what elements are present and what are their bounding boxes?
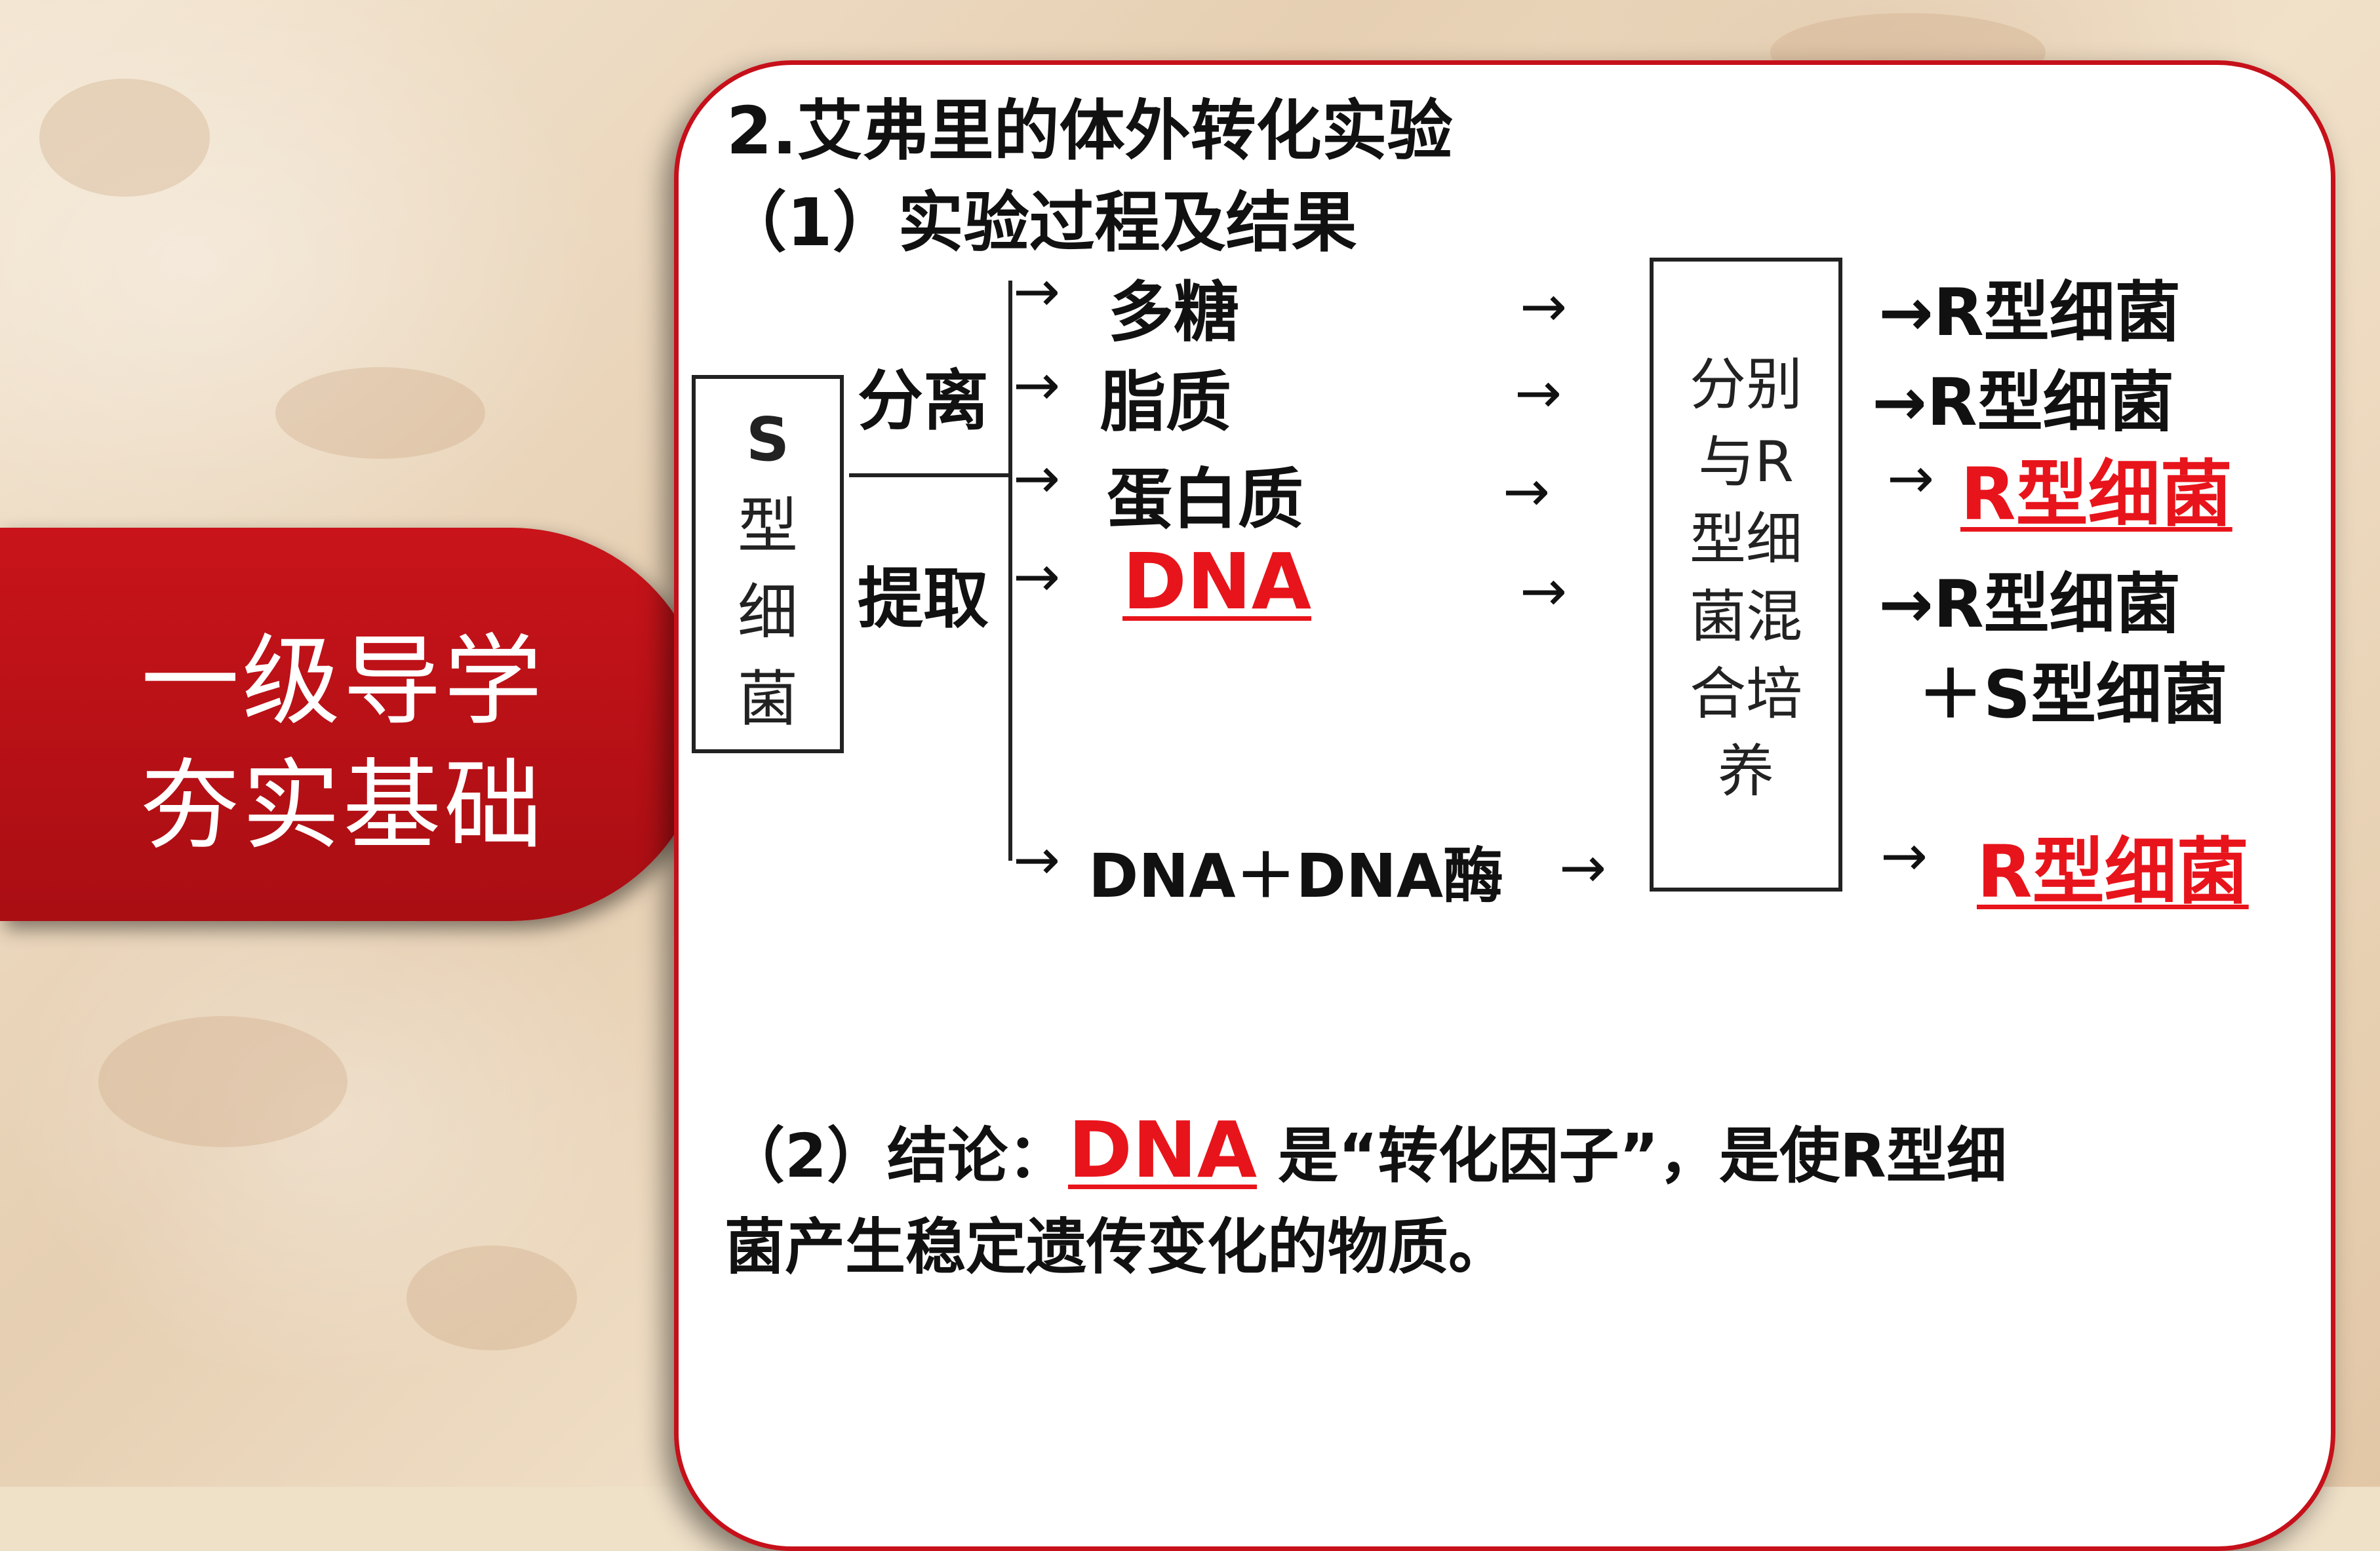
- item-polysaccharide: 多糖: [1108, 274, 1239, 351]
- section-tab[interactable]: [0, 528, 708, 921]
- section-tab-line1: 一级导学: [141, 625, 545, 739]
- section-tab-line2: 夯实基础: [141, 749, 545, 863]
- label-extract: 提取: [858, 560, 989, 637]
- s-bacteria-box: [692, 375, 844, 753]
- conclusion-keyword: DNA: [1068, 1105, 1258, 1195]
- section-tab-label: 一级导学 夯实基础: [141, 619, 600, 869]
- branch-arrow-3: →: [1013, 446, 1061, 511]
- item-lipid: 脂质: [1100, 364, 1231, 441]
- result-protein-arrow: →: [1887, 446, 1935, 511]
- s-bacteria-line1: S: [745, 404, 790, 475]
- slide-heading: 2.艾弗里的体外转化实验: [726, 92, 1453, 169]
- conclusion-line2: 菌产生稳定遗传变化的物质。: [724, 1212, 1509, 1282]
- to-culture-arrow-4: →: [1520, 559, 1568, 624]
- item-dna-dnase: DNA＋DNA酶: [1088, 841, 1504, 911]
- conclusion-suffix: 是“转化因子”，是使R型细: [1257, 1121, 2007, 1191]
- content-panel: [674, 60, 2335, 1551]
- s-bacteria-line4: 菌: [737, 664, 798, 734]
- culture-box-label: 分别 与R 型细 菌混 合培 养: [1654, 346, 1838, 810]
- culture-line1: 分别: [1690, 352, 1802, 418]
- branch-arrow-1: →: [1013, 259, 1061, 324]
- connector-vertical: [1008, 281, 1012, 861]
- branch-arrow-5: →: [1013, 827, 1061, 893]
- to-culture-arrow-5: →: [1559, 835, 1607, 901]
- item-protein: 蛋白质: [1107, 461, 1303, 538]
- result-dna-extra: ＋S型细菌: [1918, 656, 2228, 733]
- result-protein: R型细菌: [1960, 452, 2232, 536]
- culture-line2: 与R: [1698, 429, 1794, 495]
- culture-box: [1650, 258, 1842, 892]
- branch-arrow-2: →: [1013, 353, 1061, 418]
- result-dna-dnase: R型细菌: [1977, 830, 2249, 914]
- result-polysaccharide: →R型细菌: [1878, 274, 2181, 351]
- result-dna: →R型细菌: [1878, 566, 2181, 642]
- slide-subheading: （1）实验过程及结果: [721, 184, 1357, 261]
- s-bacteria-line2: 型: [737, 491, 798, 561]
- to-culture-arrow-1: →: [1520, 274, 1568, 340]
- result-dna-dnase-arrow: →: [1880, 823, 1928, 889]
- to-culture-arrow-3: →: [1503, 459, 1551, 524]
- to-culture-arrow-2: →: [1515, 361, 1562, 426]
- result-lipid: →R型细菌: [1872, 364, 2174, 441]
- item-dna: DNA: [1122, 536, 1312, 627]
- culture-line5: 合培: [1690, 661, 1802, 727]
- s-bacteria-line3: 细: [737, 578, 798, 648]
- culture-line4: 菌混: [1690, 584, 1802, 650]
- connector-horizontal: [849, 473, 1012, 477]
- label-separate: 分离: [858, 363, 989, 439]
- conclusion-line1: （2）结论：DNA 是“转化因子”，是使R型细: [724, 1105, 2007, 1195]
- culture-line3: 型细: [1690, 507, 1802, 572]
- culture-line6: 养: [1718, 739, 1774, 804]
- branch-arrow-4: →: [1013, 544, 1061, 610]
- conclusion-prefix: （2）结论：: [724, 1121, 1069, 1191]
- s-bacteria-label: S 型 细 菌: [696, 397, 840, 743]
